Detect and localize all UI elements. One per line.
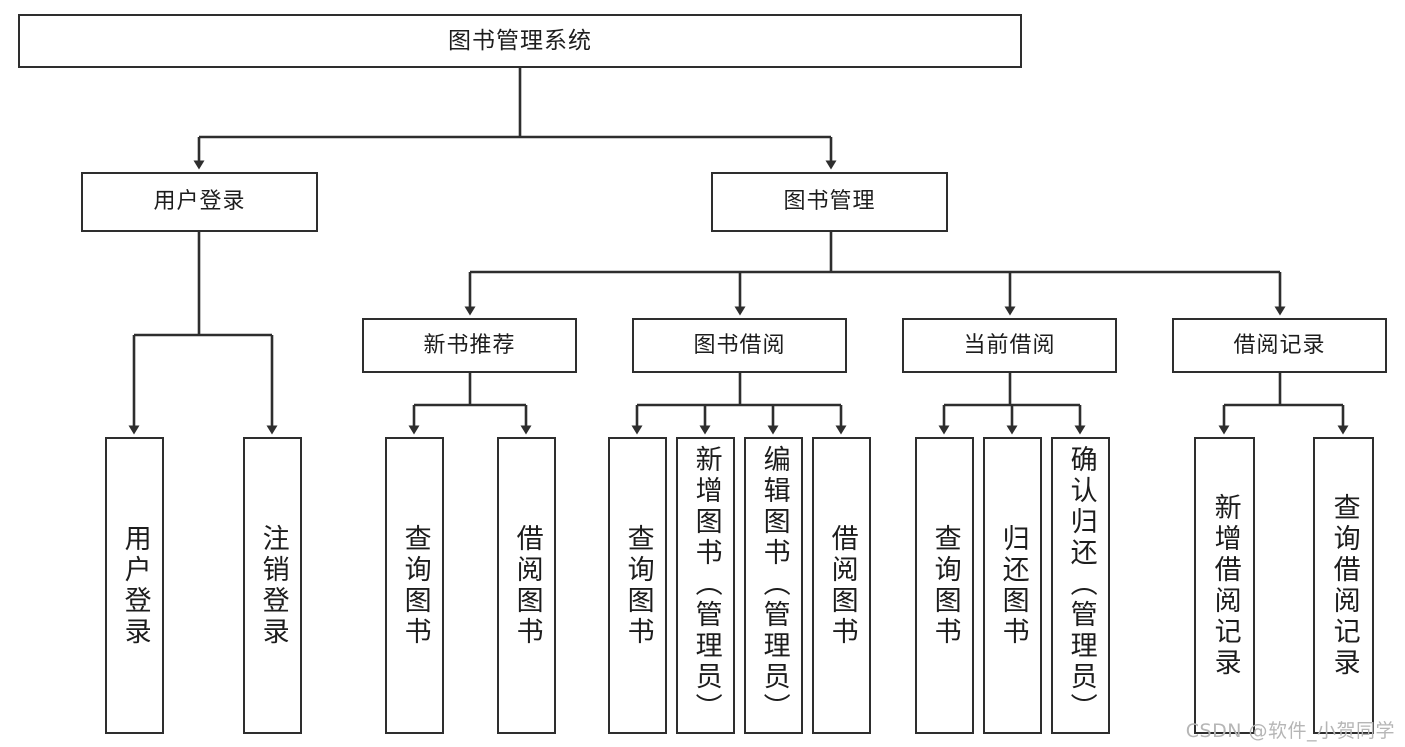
node-leaf-add-borrow-record[interactable]: 新增借阅记录 bbox=[1194, 437, 1255, 734]
node-label: 查询图书 bbox=[929, 523, 961, 648]
node-label: 借阅图书 bbox=[511, 523, 543, 648]
node-label: 新增图书（管理员） bbox=[690, 445, 722, 724]
node-label: 当前借阅 bbox=[963, 332, 1056, 358]
node-label: 归还图书 bbox=[997, 523, 1029, 648]
node-new-book-recommend[interactable]: 新书推荐 bbox=[362, 318, 577, 373]
node-root-book-management-system[interactable]: 图书管理系统 bbox=[18, 14, 1022, 68]
node-label: 借阅图书 bbox=[826, 523, 858, 648]
node-leaf-borrow-book[interactable]: 借阅图书 bbox=[812, 437, 871, 734]
node-leaf-query-book-current[interactable]: 查询图书 bbox=[915, 437, 974, 734]
node-label: 用户登录 bbox=[153, 189, 246, 214]
node-label: 图书管理 bbox=[783, 189, 876, 214]
watermark: CSDN @软件_小贺同学 bbox=[1185, 720, 1395, 742]
node-label: 确认归还（管理员） bbox=[1065, 445, 1097, 724]
node-label: 借阅记录 bbox=[1233, 332, 1326, 358]
node-current-borrow[interactable]: 当前借阅 bbox=[902, 318, 1117, 373]
node-leaf-confirm-return-admin[interactable]: 确认归还（管理员） bbox=[1051, 437, 1110, 734]
node-label: 查询借阅记录 bbox=[1328, 492, 1360, 679]
node-label: 新增借阅记录 bbox=[1209, 492, 1241, 679]
node-user-login[interactable]: 用户登录 bbox=[81, 172, 318, 232]
node-label: 查询图书 bbox=[399, 523, 431, 648]
node-label: 编辑图书（管理员） bbox=[758, 445, 790, 724]
node-book-borrow[interactable]: 图书借阅 bbox=[632, 318, 847, 373]
node-leaf-query-borrow-record[interactable]: 查询借阅记录 bbox=[1313, 437, 1374, 734]
node-leaf-add-book-admin[interactable]: 新增图书（管理员） bbox=[676, 437, 735, 734]
node-leaf-query-book-recommend[interactable]: 查询图书 bbox=[385, 437, 444, 734]
node-borrow-record[interactable]: 借阅记录 bbox=[1172, 318, 1387, 373]
node-leaf-edit-book-admin[interactable]: 编辑图书（管理员） bbox=[744, 437, 803, 734]
node-label: 图书管理系统 bbox=[448, 27, 592, 54]
node-label: 图书借阅 bbox=[693, 332, 786, 358]
node-leaf-logout[interactable]: 注销登录 bbox=[243, 437, 302, 734]
node-label: 新书推荐 bbox=[423, 332, 516, 358]
node-book-management[interactable]: 图书管理 bbox=[711, 172, 948, 232]
node-leaf-user-login[interactable]: 用户登录 bbox=[105, 437, 164, 734]
node-leaf-borrow-book-recommend[interactable]: 借阅图书 bbox=[497, 437, 556, 734]
node-label: 用户登录 bbox=[119, 523, 151, 648]
node-label: 查询图书 bbox=[622, 523, 654, 648]
node-leaf-query-book-borrow[interactable]: 查询图书 bbox=[608, 437, 667, 734]
node-leaf-return-book[interactable]: 归还图书 bbox=[983, 437, 1042, 734]
node-label: 注销登录 bbox=[257, 523, 289, 648]
